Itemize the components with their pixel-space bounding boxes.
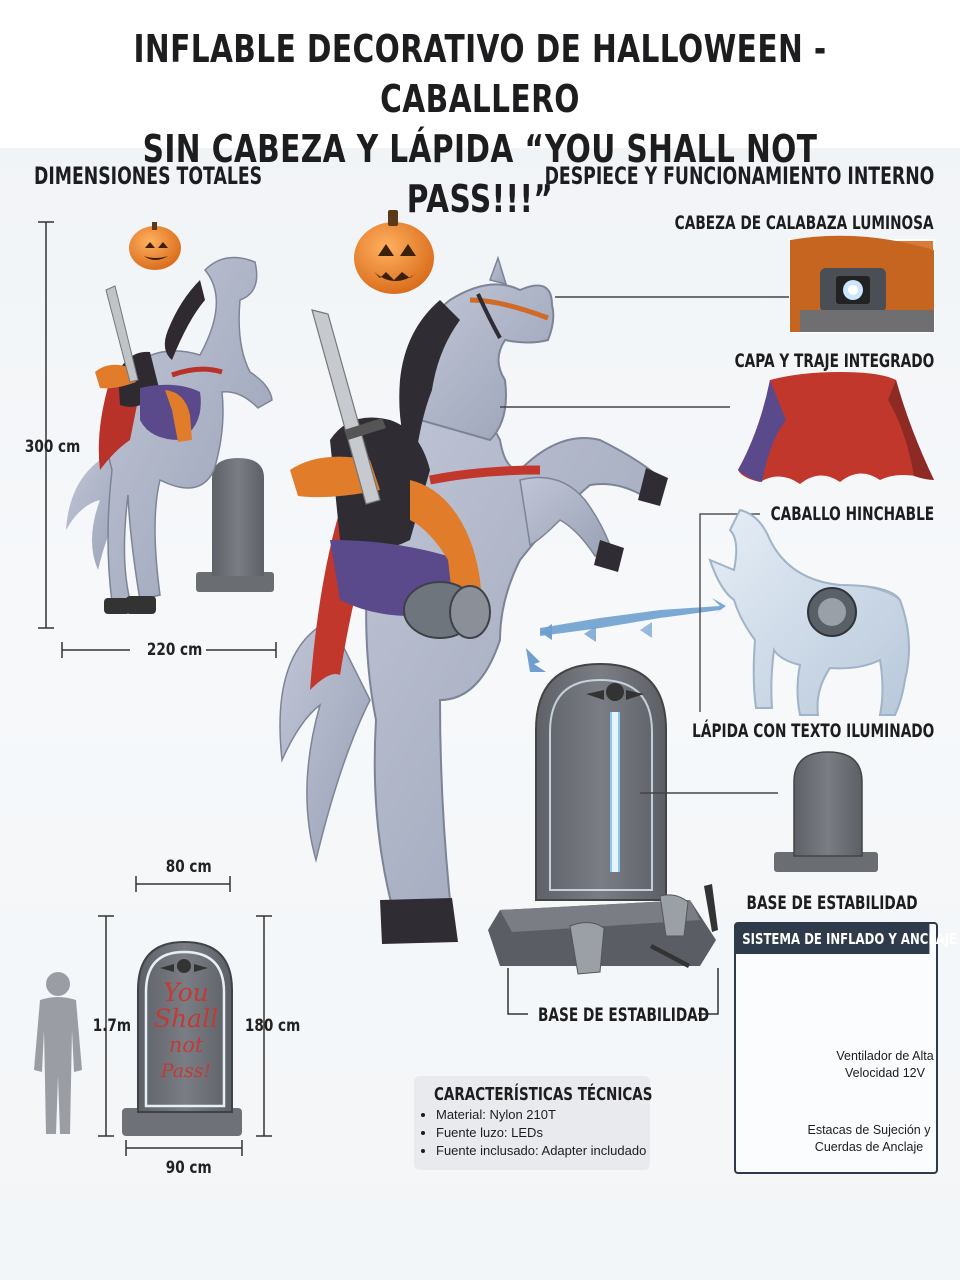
tomb-text-line-1: You — [163, 978, 209, 1007]
tombstone-text: You Shall not Pass! — [146, 980, 226, 1084]
fan-caption: Ventilador de Alta Velocidad 12V — [830, 1048, 940, 1082]
total-height-label: 300 cm — [24, 437, 81, 457]
total-width-label: 220 cm — [146, 640, 203, 660]
inflation-kit-box: SISTEMA DE INFLADO Y ANCLAJE Ventilador … — [734, 922, 957, 1174]
label-tomb: LÁPIDA CON TEXTO ILUMINADO — [691, 720, 934, 742]
spec-item: Fuente luzo: LEDs — [436, 1124, 646, 1142]
tomb-height-label: 180 cm — [244, 1016, 301, 1036]
spec-item: Fuente inclusado: Adapter includado — [436, 1142, 646, 1160]
spec-item: Material: Nylon 210T — [436, 1106, 646, 1124]
section-dimensions-title: DIMENSIONES TOTALES — [34, 162, 263, 190]
head-detail-image — [789, 235, 935, 333]
tomb-dimension-lines — [98, 876, 272, 1156]
stakes-caption-line-2: Cuerdas de Anclaje — [814, 1140, 924, 1154]
specs-heading: CARACTERÍSTICAS TÉCNICAS — [434, 1084, 653, 1105]
dimension-width-line — [61, 642, 277, 658]
tombstone-detail-image — [774, 751, 878, 872]
kit-heading: SISTEMA DE INFLADO Y ANCLAJE — [736, 924, 957, 954]
tombstone-front-illustration — [122, 940, 242, 1136]
label-cape: CAPA Y TRAJE INTEGRADO — [734, 350, 934, 372]
label-head: CABEZA DE CALABAZA LUMINOSA — [675, 212, 934, 234]
tomb-text-line-3: not — [168, 1033, 204, 1057]
dimension-height-line — [38, 221, 54, 629]
tomb-top-width-label: 80 cm — [165, 857, 212, 877]
title-line-1: INFLABLE DECORATIVO DE HALLOWEEN - CABAL… — [133, 27, 827, 121]
person-silhouette — [34, 972, 82, 1134]
title-line-2: SIN CABEZA Y LÁPIDA “YOU SHALL NOT PASS!… — [142, 127, 818, 221]
label-base-right: BASE DE ESTABILIDAD — [746, 892, 918, 914]
tomb-text-line-4: Pass! — [160, 1060, 212, 1082]
tomb-text-line-2: Shall — [153, 1004, 219, 1033]
stakes-caption: Estacas de Sujeción y Cuerdas de Anclaje — [802, 1122, 936, 1156]
label-horse: CABALLO HINCHABLE — [770, 503, 934, 525]
cape-detail-image — [738, 372, 934, 484]
airflow-arrows — [526, 598, 726, 672]
fan-caption-line-2: Velocidad 12V — [845, 1066, 925, 1080]
page-title: INFLABLE DECORATIVO DE HALLOWEEN - CABAL… — [106, 24, 855, 224]
small-horse-illustration — [66, 222, 274, 614]
horse-detail-image — [699, 508, 910, 716]
fan-caption-line-1: Ventilador de Alta — [836, 1049, 934, 1063]
large-tombstone-illustration — [488, 662, 778, 1015]
large-horse-illustration — [279, 210, 790, 944]
stakes-caption-line-1: Estacas de Sujeción y — [807, 1123, 931, 1137]
person-height-label: 1.7m — [92, 1016, 132, 1036]
section-internals-title: DESPIECE Y FUNCIONAMIENTO INTERNO — [544, 162, 934, 190]
label-base-bottom: BASE DE ESTABILIDAD — [538, 1004, 710, 1026]
tomb-base-width-label: 90 cm — [165, 1158, 212, 1178]
specs-box: CARACTERÍSTICAS TÉCNICAS Material: Nylon… — [414, 1076, 653, 1170]
